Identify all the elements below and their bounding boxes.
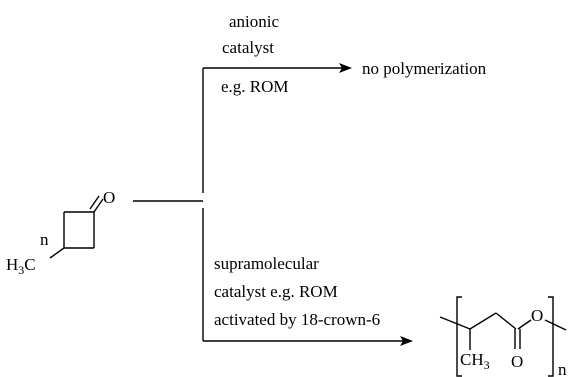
product-polymer: CH3 O O n xyxy=(439,296,567,377)
reactant-molecule: O n H3C xyxy=(6,188,115,277)
chain-bond-1 xyxy=(439,316,471,330)
lower-condition-line2: catalyst e.g. ROM xyxy=(214,282,338,301)
reactant-methyl-label: H3C xyxy=(6,255,36,277)
product-carbonyl-o: O xyxy=(511,352,523,371)
upper-condition-line2: catalyst xyxy=(222,38,274,57)
product-methyl-sub: 3 xyxy=(484,358,490,372)
upper-result-text: no polymerization xyxy=(362,59,487,78)
chain-bond-end xyxy=(544,319,567,331)
reactant-methyl-sub: 3 xyxy=(18,263,24,277)
reactant-methyl-c: C xyxy=(24,255,35,274)
right-bracket xyxy=(548,296,554,377)
lower-arrowhead xyxy=(400,336,413,346)
chain-bond-2 xyxy=(469,312,497,330)
lower-condition-line1: supramolecular xyxy=(214,254,319,273)
left-bracket xyxy=(456,296,462,377)
upper-condition-line3: e.g. ROM xyxy=(221,77,289,96)
product-repeat-n: n xyxy=(558,360,567,377)
methyl-bond xyxy=(49,247,65,259)
reactant-methyl-h: H xyxy=(6,255,18,274)
reactant-carbonyl-o: O xyxy=(103,188,115,207)
chain-bond-3 xyxy=(495,312,517,330)
upper-arrowhead xyxy=(339,63,352,73)
lower-condition-line3: activated by 18-crown-6 xyxy=(214,310,380,329)
carbonyl-bond-a xyxy=(93,198,104,213)
ester-bond xyxy=(517,319,532,330)
product-ester-o: O xyxy=(531,306,543,325)
reactant-index-n: n xyxy=(40,230,49,249)
upper-condition-line1: anionic xyxy=(229,12,279,31)
product-methyl-label: CH3 xyxy=(460,350,490,372)
product-methyl-ch: CH xyxy=(460,350,484,369)
carbonyl-bond-b xyxy=(89,195,100,210)
